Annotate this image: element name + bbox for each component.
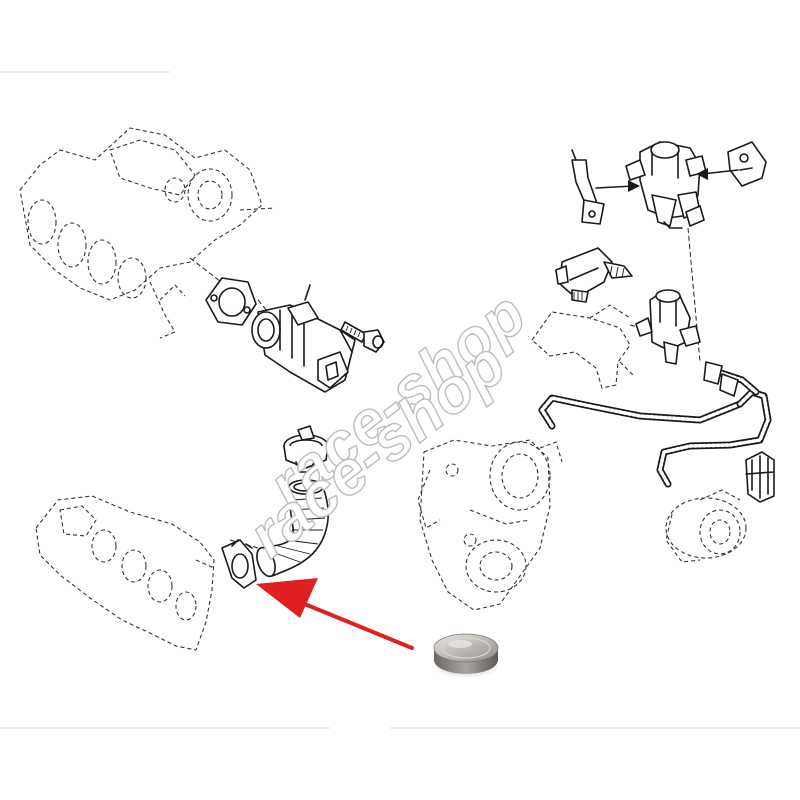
vacuum-hoses (538, 361, 772, 488)
blanking-disc (432, 633, 500, 678)
solenoid-bracket (555, 247, 633, 303)
egr-gasket (205, 277, 257, 326)
bracket-pointer-arrow (595, 180, 640, 192)
secondary-solenoid (635, 289, 701, 365)
leader-egr-valve (257, 299, 269, 313)
connector-pointer-arrow (696, 168, 739, 180)
hose-clamp (283, 425, 329, 473)
mounting-bolt (340, 321, 385, 353)
vacuum-pump (665, 489, 747, 563)
leader-gasket (189, 257, 226, 286)
egr-valve (251, 284, 356, 393)
leader-clamp (229, 539, 259, 549)
hose-clip (745, 451, 775, 503)
turbocharger (417, 439, 563, 611)
exhaust-manifold (35, 495, 215, 651)
bracket-mount (531, 304, 635, 389)
vacuum-solenoid-valve (625, 141, 707, 229)
intake-manifold (19, 127, 276, 339)
flange-clamp (221, 539, 257, 589)
mounting-bracket (571, 149, 605, 225)
egr-pipe (256, 479, 329, 578)
electrical-connector (727, 141, 767, 187)
red-pointer-arrow (256, 578, 414, 650)
